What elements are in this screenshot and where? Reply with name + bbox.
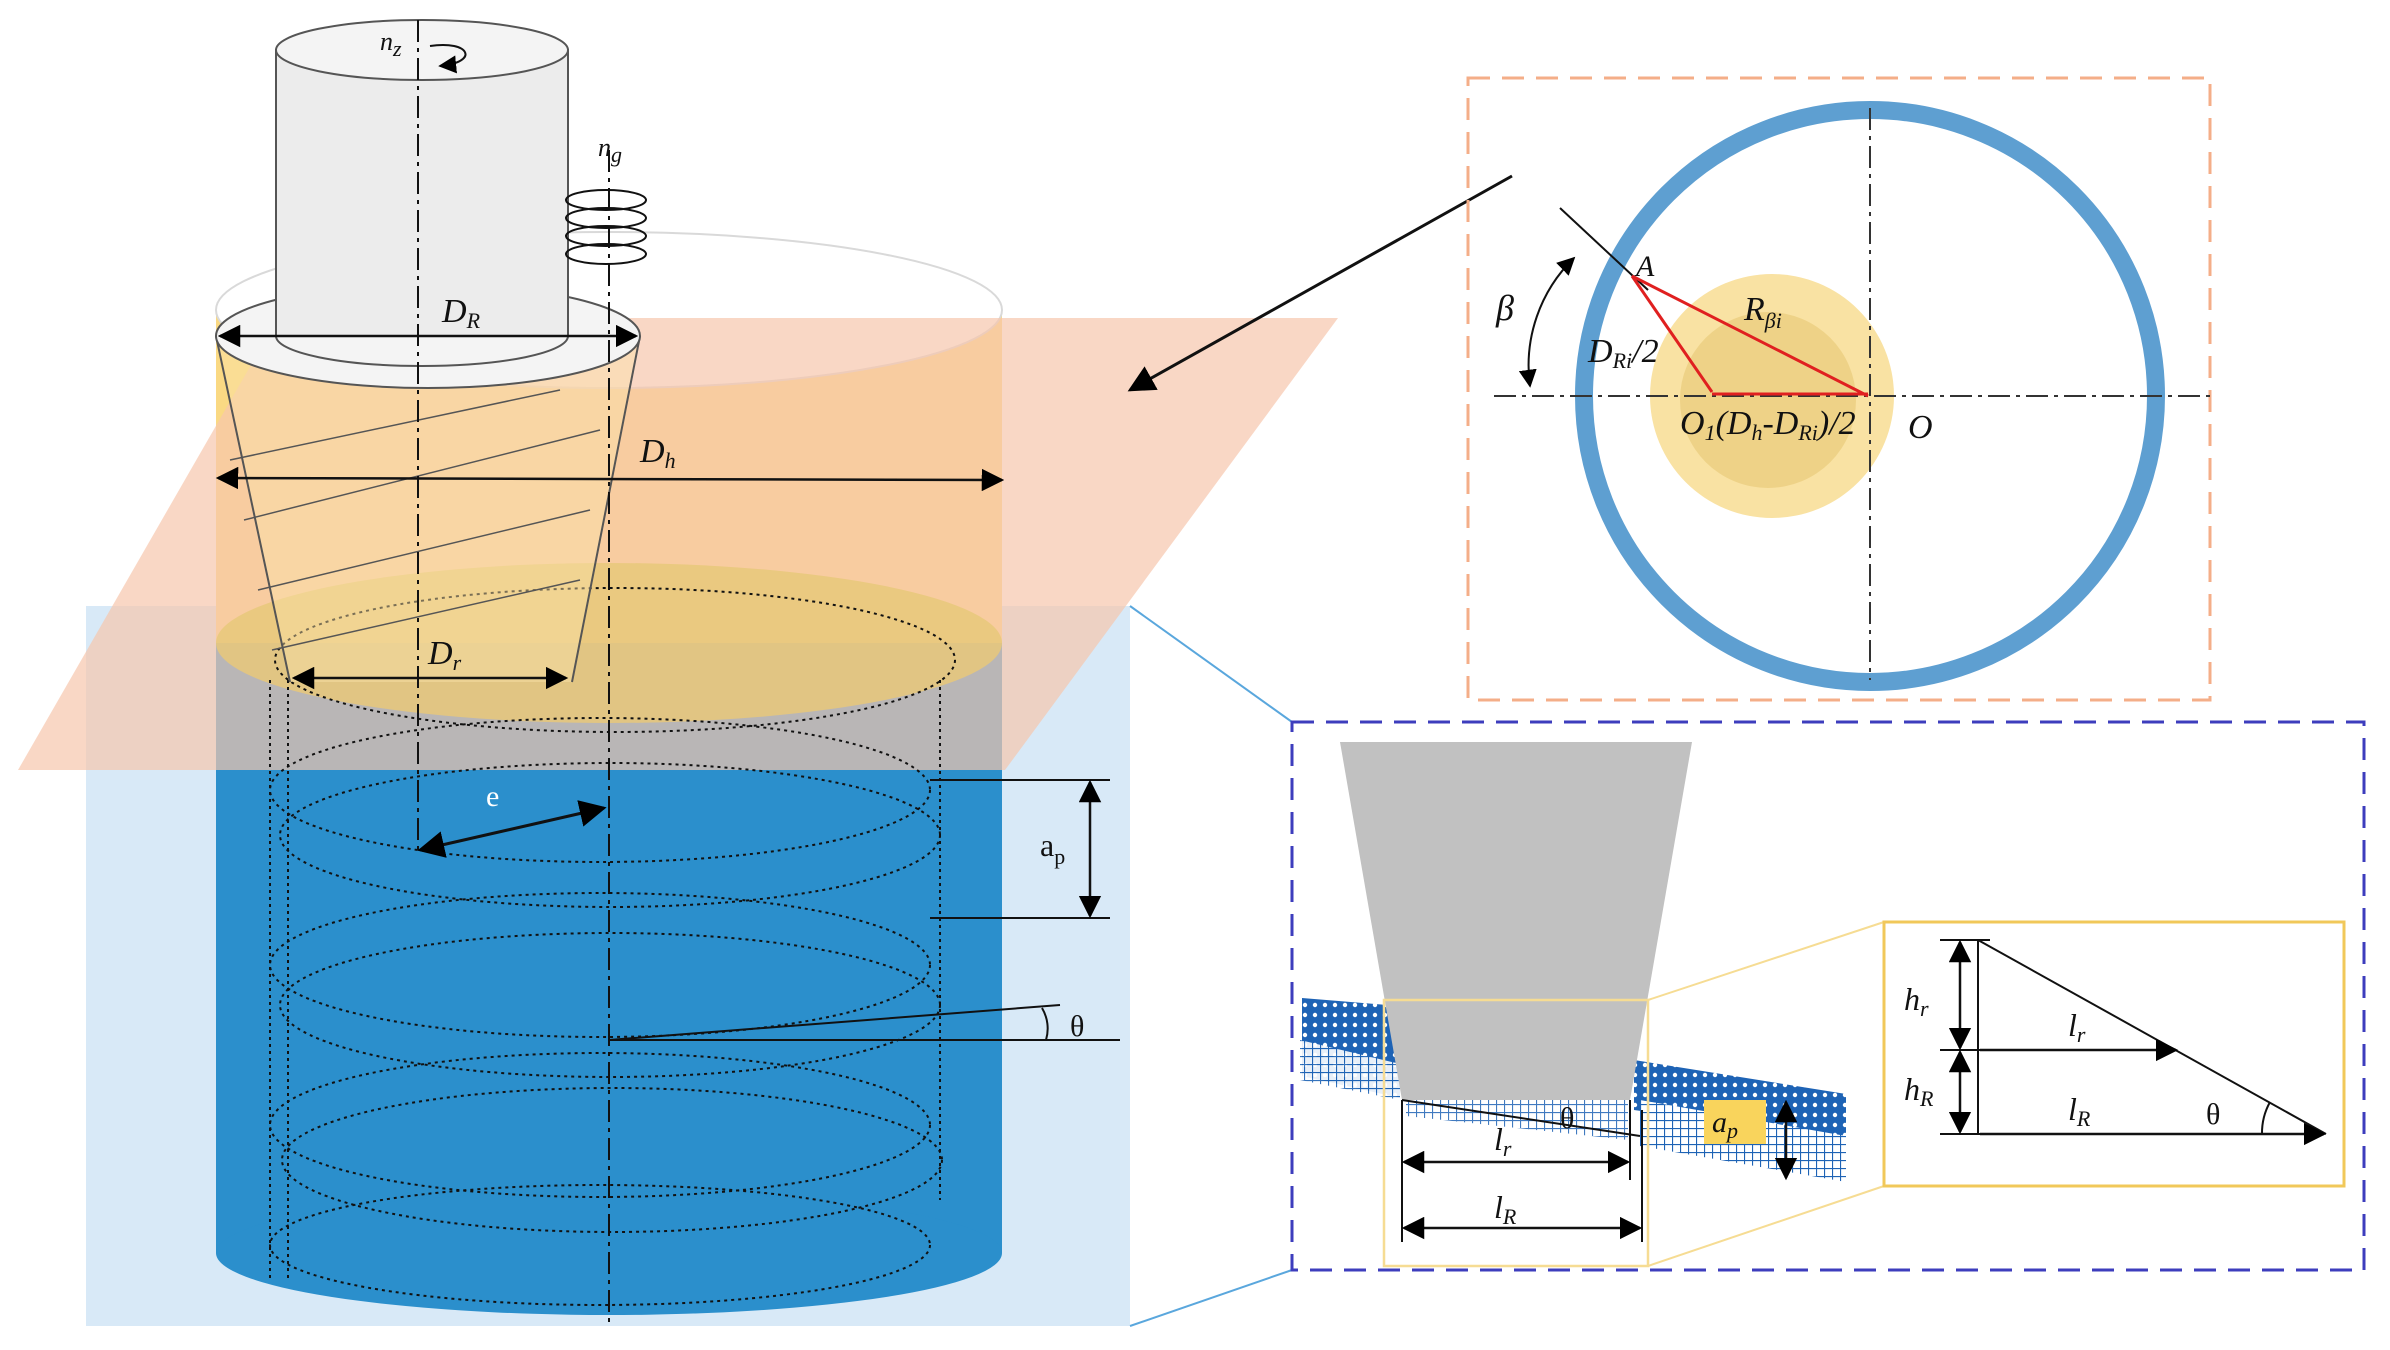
triangle-theta-label: θ — [2206, 1098, 2220, 1131]
A-label: A — [1634, 250, 1655, 283]
beta-arc — [1518, 256, 1576, 388]
ap-badge — [1704, 1100, 1766, 1144]
inset-ap-label: ap — [1712, 1106, 1738, 1143]
tool-footprint-inner — [1680, 312, 1856, 488]
red-triangle — [1630, 274, 1869, 398]
triangle-hR-label: hR — [1904, 1071, 1934, 1111]
ap-label: ap — [1040, 827, 1065, 869]
inset-theta-label: θ — [1560, 1102, 1574, 1135]
tool-inset-frame — [1290, 720, 2366, 1272]
ap-dimension — [930, 779, 1110, 919]
connector-yellow-top — [1647, 921, 1885, 1001]
material-grid-left — [1300, 1040, 1400, 1100]
e-dimension — [417, 800, 607, 858]
nz-label: nz — [380, 27, 402, 61]
inset-lr-label: lr — [1494, 1121, 1512, 1161]
nz-rotation-arrow — [429, 44, 467, 74]
DR-label: DR — [441, 293, 481, 333]
Dr-label: Dr — [427, 635, 462, 675]
tool-trapezoid — [1340, 742, 1692, 1100]
connector-yellow-bottom — [1647, 1185, 1885, 1267]
pointer-arrow — [1127, 174, 1513, 392]
zoom-box — [1382, 998, 1650, 1268]
tool-cone — [215, 335, 641, 683]
inset-theta-line — [1401, 1099, 1641, 1137]
connector-top — [1129, 605, 1293, 723]
theta-angle — [608, 1004, 1120, 1041]
Dh-label: Dh — [639, 433, 676, 473]
inset-lR-label: lR — [1494, 1189, 1517, 1229]
triangle-hr-label: hr — [1904, 981, 1929, 1021]
DRi-half-label: DRi/2 — [1587, 333, 1659, 373]
triangle-lR-label: lR — [2068, 1091, 2091, 1131]
right-triangle — [1977, 939, 2327, 1146]
spindle-body — [275, 49, 569, 337]
theta-label: θ — [1070, 1010, 1084, 1043]
section-inset-frame — [1466, 76, 2212, 702]
e-label: e — [486, 780, 499, 813]
spindle-top — [275, 19, 569, 81]
triangle-lr-label: lr — [2068, 1007, 2086, 1047]
ng-label: ng — [598, 133, 622, 167]
ng-spring-icon — [565, 189, 647, 265]
triangle-inset-frame — [1882, 920, 2346, 1188]
inset-lr-dimension — [1401, 1100, 1643, 1242]
Rbeta-label: Rβi — [1743, 291, 1782, 333]
O1-offset-label: O1(Dh-DRi)/2 — [1680, 405, 1856, 445]
O-label: O — [1908, 409, 1933, 446]
triangle-h-dimensions — [1940, 939, 1990, 1135]
helix-path — [269, 587, 956, 1306]
Dh-dimension — [215, 466, 1005, 492]
connector-bottom — [1129, 1269, 1293, 1327]
beta-label: β — [1495, 288, 1514, 328]
